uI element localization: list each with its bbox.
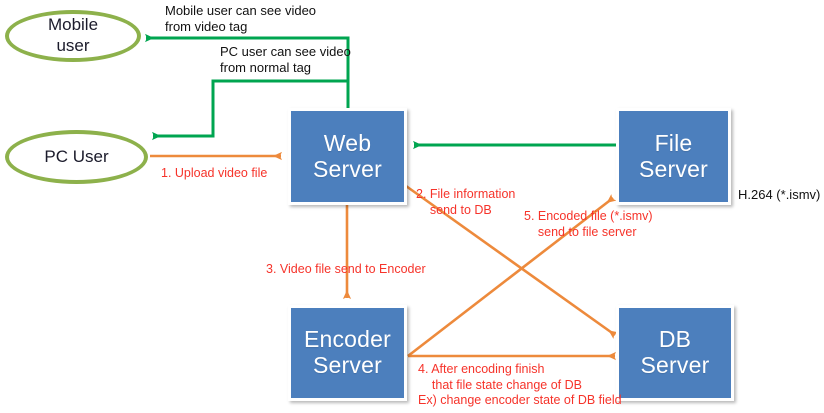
actor-pc-user[interactable]: PC User — [5, 130, 148, 184]
node-encoder-server-line-1: Encoder — [303, 326, 392, 353]
actor-mobile-user[interactable]: Mobile user — [5, 10, 141, 62]
node-db-server-line-2: Server — [640, 352, 710, 378]
node-web-server[interactable]: Web Server — [288, 108, 407, 205]
node-db-server[interactable]: DB Server — [616, 305, 734, 401]
node-file-server-line-2: Server — [639, 155, 708, 182]
node-db-server-line-1: DB — [658, 326, 692, 353]
annotation-step-1: 1. Upload video file — [161, 166, 268, 180]
annotation-step-5: 5. Encoded file (*.ismv) send to file se… — [524, 209, 653, 239]
node-encoder-server[interactable]: Encoder Server — [288, 305, 407, 401]
node-file-server[interactable]: File Server — [616, 108, 731, 205]
node-encoder-server-line-2: Server — [313, 352, 382, 378]
node-file-server-line-1: File — [654, 129, 693, 156]
annotation-mobile-view-note: Mobile user can see video from video tag — [165, 3, 317, 35]
node-web-server-line-2: Server — [313, 155, 382, 182]
annotation-codec-note: H.264 (*.ismv) — [738, 187, 821, 202]
actor-mobile-user-line-1: Mobile — [47, 15, 99, 35]
annotation-step-4: 4. After encoding finish that file state… — [418, 362, 622, 408]
annotation-pc-view-note: PC user can see video from normal tag — [220, 44, 351, 76]
annotation-step-3: 3. Video file send to Encoder — [266, 262, 426, 276]
actor-pc-user-line-1: PC User — [44, 146, 109, 166]
annotation-step-2: 2. File information send to DB — [416, 187, 516, 217]
node-web-server-line-1: Web — [323, 129, 372, 156]
actor-mobile-user-line-2: user — [56, 36, 90, 55]
